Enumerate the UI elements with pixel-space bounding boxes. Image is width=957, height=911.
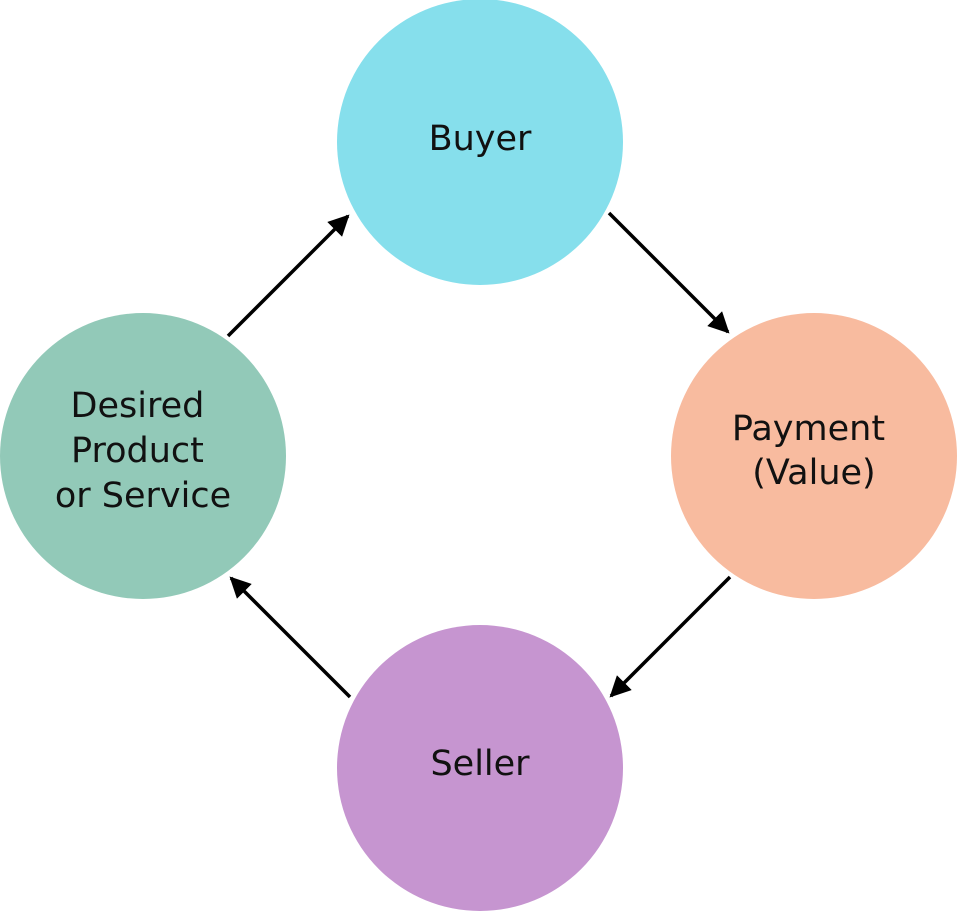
product-label: Desired Product or Service bbox=[55, 386, 231, 516]
payment-circle bbox=[671, 313, 957, 599]
arrow-buyer-to-payment bbox=[607, 211, 730, 334]
arrow-payment-to-seller bbox=[609, 575, 732, 698]
node-seller: Seller bbox=[337, 625, 623, 911]
node-product: Desired Product or Service bbox=[0, 313, 286, 599]
payment-label: Payment (Value) bbox=[732, 409, 896, 493]
node-payment: Payment (Value) bbox=[671, 313, 957, 599]
arrow-product-to-buyer bbox=[226, 214, 350, 338]
node-buyer: Buyer bbox=[337, 0, 623, 285]
arrows bbox=[226, 211, 732, 699]
seller-circle bbox=[337, 625, 623, 911]
product-circle bbox=[0, 313, 286, 599]
buyer-label: Buyer bbox=[429, 119, 532, 159]
seller-label: Seller bbox=[430, 744, 530, 784]
buyer-circle bbox=[337, 0, 623, 285]
arrow-seller-to-product bbox=[229, 576, 352, 699]
